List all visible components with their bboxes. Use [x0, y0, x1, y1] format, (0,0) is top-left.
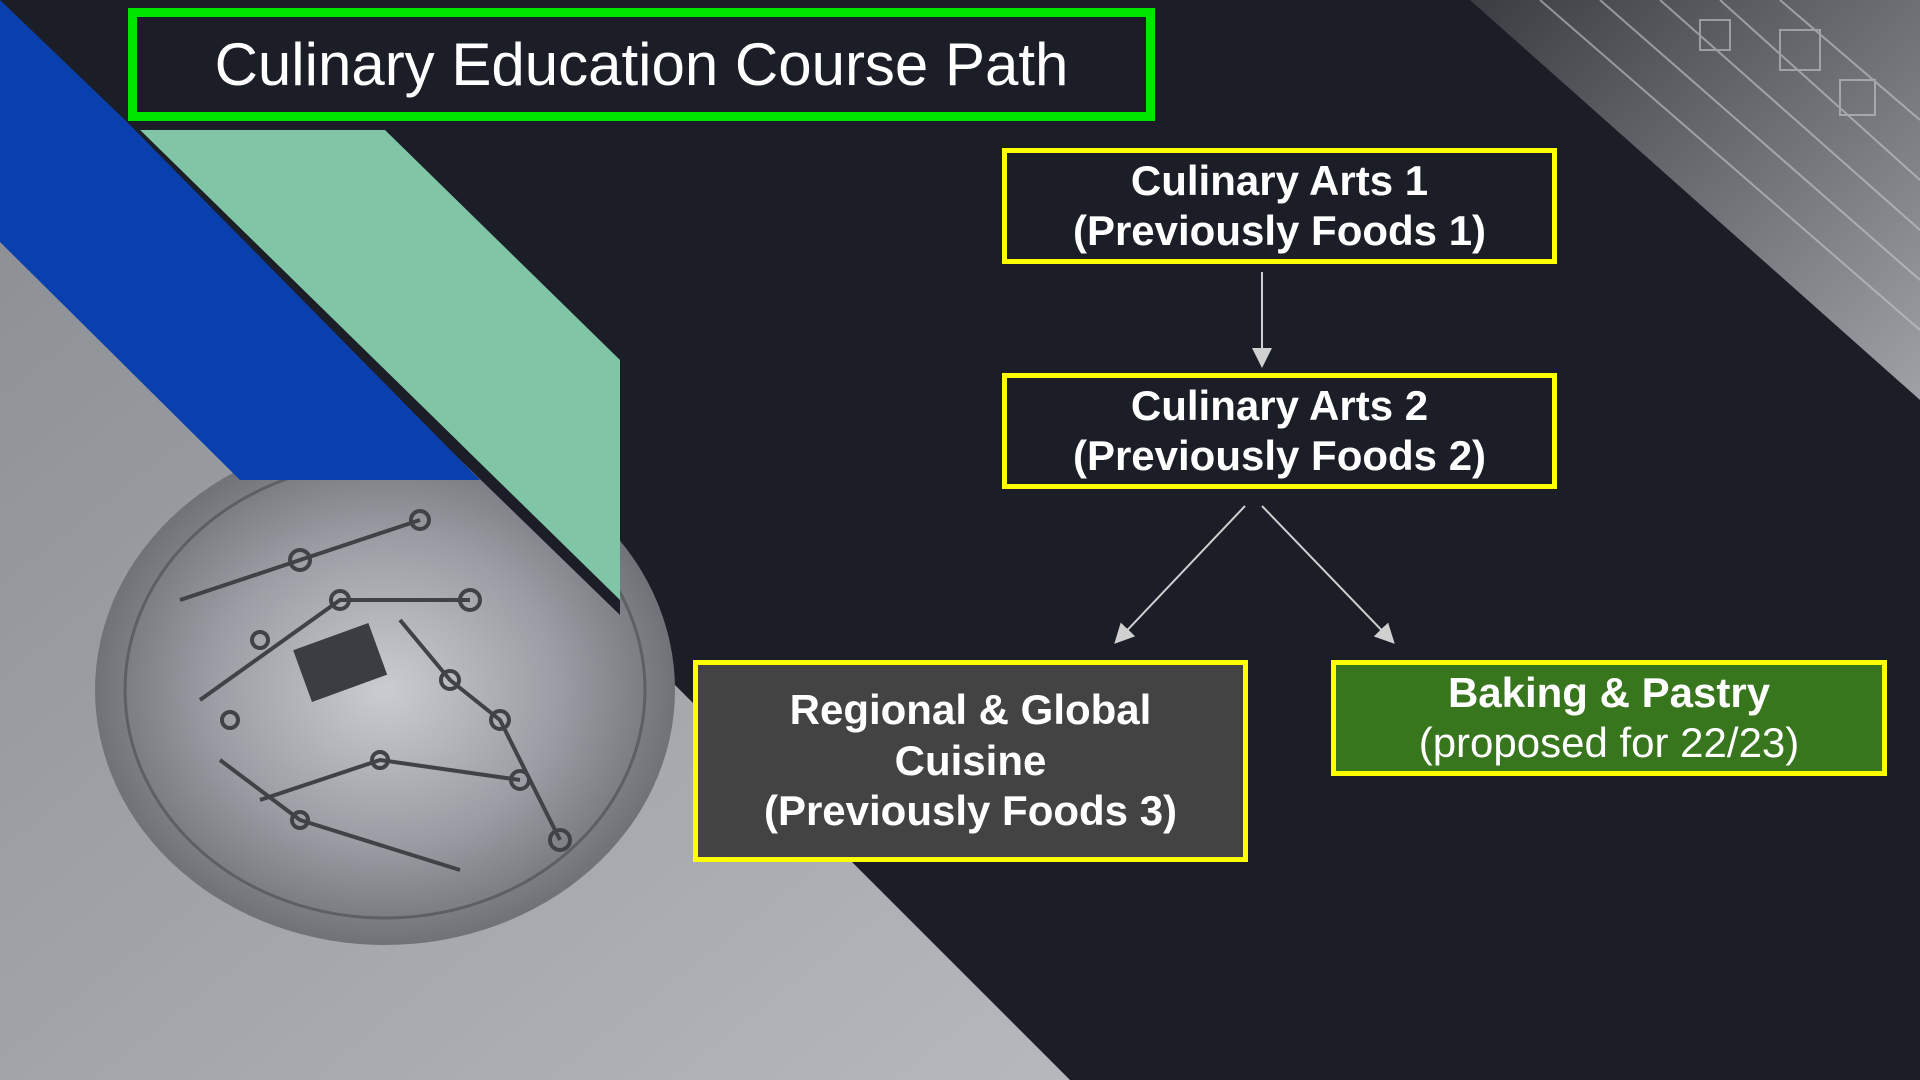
course-node-baking-pastry: Baking & Pastry (proposed for 22/23)	[1331, 660, 1887, 776]
node-label-line2: (Previously Foods 2)	[1072, 432, 1487, 479]
node-label-line1: Culinary Arts 2	[1130, 381, 1429, 429]
page-title: Culinary Education Course Path	[214, 31, 1069, 98]
node-label-line1: Regional & Global	[789, 686, 1152, 734]
node-label-line2: (proposed for 22/23)	[1418, 719, 1800, 766]
course-node-culinary-arts-2: Culinary Arts 2 (Previously Foods 2)	[1002, 373, 1557, 489]
node-label-line1: Baking & Pastry	[1447, 668, 1771, 716]
node-label-line1: Culinary Arts 1	[1130, 156, 1429, 204]
course-node-culinary-arts-1: Culinary Arts 1 (Previously Foods 1)	[1002, 148, 1557, 264]
circuit-pattern	[179, 509, 572, 872]
node-label-line2: Cuisine	[894, 736, 1047, 784]
corner-texture	[1470, 0, 1920, 400]
node-label-line3: (Previously Foods 3)	[763, 787, 1178, 835]
node-label-line2: (Previously Foods 1)	[1072, 207, 1487, 254]
blue-stripe	[0, 0, 480, 480]
title-box: Culinary Education Course Path	[128, 8, 1155, 121]
circuit-lens	[95, 435, 675, 945]
course-node-regional-global-cuisine: Regional & Global Cuisine (Previously Fo…	[693, 660, 1248, 862]
